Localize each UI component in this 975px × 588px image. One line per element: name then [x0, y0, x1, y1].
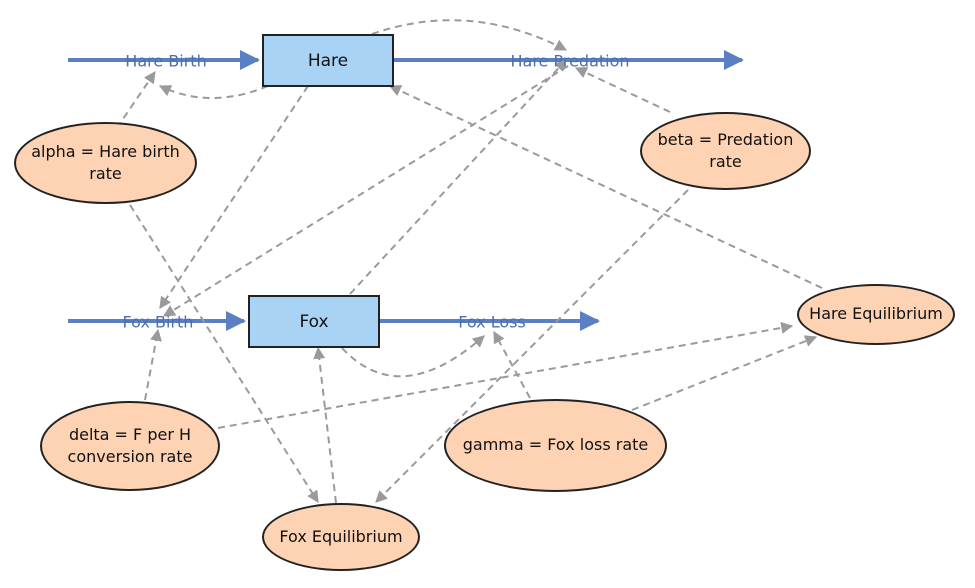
link-beta-to-hare-predation [574, 67, 671, 113]
fox-stock[interactable]: Fox [248, 295, 380, 348]
gamma-variable[interactable]: gamma = Fox loss rate [444, 399, 667, 492]
link-hare-to-hare-predation [371, 19, 568, 51]
link-predation-to-fox-birth [162, 65, 569, 317]
hare-stock[interactable]: Hare [262, 34, 394, 87]
link-hare-equilibrium-to-hare [388, 85, 823, 289]
fox-equilibrium-variable[interactable]: Fox Equilibrium [262, 503, 420, 571]
link-fox-to-hare-predation [349, 59, 567, 295]
link-delta-to-hare-equilibrium [217, 321, 794, 429]
gamma-variable-label: gamma = Fox loss rate [462, 435, 649, 455]
link-fox-to-fox-loss [341, 335, 485, 378]
hare-stock-label: Hare [307, 50, 349, 71]
beta-variable-label-line1: beta = Predation [657, 129, 794, 149]
delta-variable[interactable]: delta = F per H conversion rate [40, 401, 220, 491]
fox-stock-label: Fox [299, 311, 329, 332]
fox-loss-flow-label[interactable]: Fox Loss [458, 312, 526, 332]
link-gamma-to-fox-loss [493, 330, 531, 399]
hare-birth-flow-label[interactable]: Hare Birth [125, 51, 207, 71]
beta-variable-label-line2: rate [709, 152, 742, 171]
link-alpha-to-fox-equilibrium [129, 204, 319, 504]
hare-equilibrium-label: Hare Equilibrium [809, 304, 943, 324]
link-hare-to-hare-birth [158, 85, 269, 99]
hare-predation-flow-label[interactable]: Hare Predation [510, 51, 630, 71]
hare-equilibrium-variable[interactable]: Hare Equilibrium [797, 284, 955, 345]
beta-variable[interactable]: beta = Predation rate [640, 112, 811, 190]
alpha-variable-label-line1: alpha = Hare birth [31, 141, 180, 161]
delta-variable-label-line2: conversion rate [67, 447, 193, 466]
alpha-variable-label-line2: rate [89, 164, 122, 183]
link-delta-to-fox-birth [144, 328, 162, 401]
fox-birth-flow-label[interactable]: Fox Birth [122, 312, 194, 332]
alpha-variable[interactable]: alpha = Hare birth rate [14, 122, 197, 204]
link-fox-equilibrium-to-fox [313, 346, 337, 504]
link-gamma-to-hare-equilibrium [631, 335, 818, 411]
delta-variable-label-line1: delta = F per H [68, 424, 192, 444]
link-hare-to-fox-birth [159, 85, 309, 309]
link-beta-to-fox-equilibrium [375, 189, 689, 503]
fox-equilibrium-label: Fox Equilibrium [279, 526, 403, 546]
